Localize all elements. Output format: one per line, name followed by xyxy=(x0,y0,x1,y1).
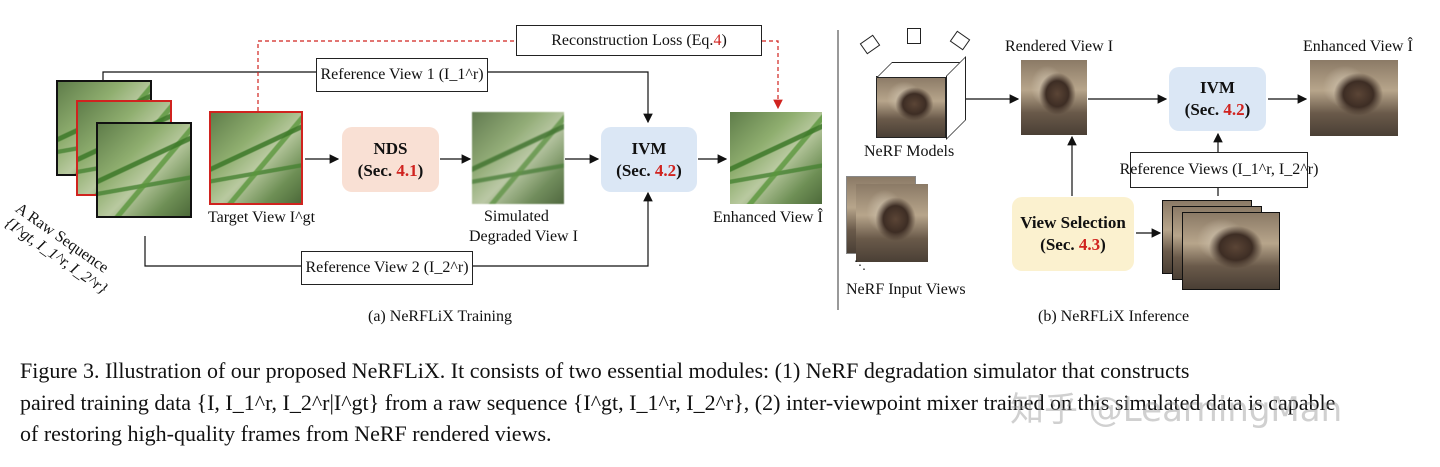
training-caption: (a) NeRFLiX Training xyxy=(368,308,512,325)
figure-caption-line3: of restoring high-quality frames from Ne… xyxy=(20,421,552,446)
nerf-models-cube xyxy=(873,56,966,140)
ivm-module-training: IVM (Sec. 4.2) xyxy=(601,127,697,192)
watermark: 知乎 @LearningMan xyxy=(1010,390,1343,430)
simulated-degraded-image xyxy=(472,112,564,204)
nerf-models-label: NeRF Models xyxy=(864,143,955,160)
camera-icon xyxy=(907,28,921,44)
raw-frame-front xyxy=(96,122,192,218)
simulated-label-line2: Degraded View I xyxy=(469,228,578,245)
nerf-input-view-front xyxy=(856,184,928,262)
enhanced-view-b-label: Enhanced View Î xyxy=(1303,38,1413,55)
enhanced-view-image xyxy=(730,112,822,204)
ivm-title: IVM xyxy=(1200,78,1235,97)
reconstruction-loss-box: Reconstruction Loss (Eq.4) xyxy=(516,25,762,56)
ivm-title: IVM xyxy=(631,138,667,158)
nds-section: (Sec. 4.1) xyxy=(357,160,424,180)
reference-views-box: Reference Views (I_1^r, I_2^r) xyxy=(1120,152,1318,188)
enhanced-view-b-image xyxy=(1310,60,1398,136)
figure-caption-line2: paired training data {I, I_1^r, I_2^r|I^… xyxy=(20,390,1336,415)
enhanced-view-label: Enhanced View Î xyxy=(713,209,823,226)
figure-caption-line1: Figure 3. Illustration of our proposed N… xyxy=(20,358,1190,383)
nds-module: NDS (Sec. 4.1) xyxy=(342,127,439,192)
cube-face-front xyxy=(876,76,946,138)
reference-view-2-box: Reference View 2 (I_2^r) xyxy=(301,251,473,285)
view-selection-title: View Selection xyxy=(1020,213,1126,232)
reference-view-frame xyxy=(1182,212,1280,290)
target-view-image xyxy=(209,111,303,205)
inference-caption: (b) NeRFLiX Inference xyxy=(1038,308,1190,325)
nerf-input-views-label: NeRF Input Views xyxy=(846,281,966,298)
rendered-view-label: Rendered View I xyxy=(1005,38,1114,55)
target-view-label: Target View I^gt xyxy=(208,209,316,226)
nerf-input-views-ellipsis: ⋱ xyxy=(854,258,866,272)
ivm-module-inference: IVM (Sec. 4.2) xyxy=(1169,67,1266,131)
reconstruction-loss-connector xyxy=(257,40,516,111)
rendered-view-image xyxy=(1021,60,1087,135)
reconstruction-loss-arrow xyxy=(762,40,783,110)
ivm-section: (Sec. 4.2) xyxy=(616,160,682,180)
reference-view-1-box: Reference View 1 (I_1^r) xyxy=(316,58,488,92)
view-selection-section: (Sec. 4.3) xyxy=(1040,235,1106,254)
view-selection-module: View Selection (Sec. 4.3) xyxy=(1012,197,1134,271)
simulated-label-line1: Simulated xyxy=(484,208,549,225)
nds-title: NDS xyxy=(373,138,408,158)
ivm-section: (Sec. 4.2) xyxy=(1184,100,1251,119)
